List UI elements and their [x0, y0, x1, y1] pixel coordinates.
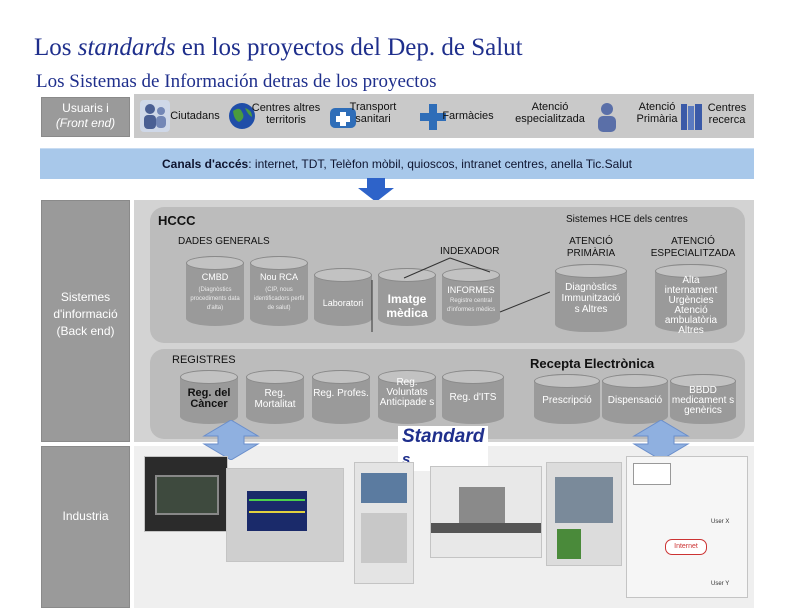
- backend-box: Sistemes d'informació (Back end): [41, 200, 130, 442]
- lab-automation-photo: [546, 462, 622, 566]
- user-ciutadans: Ciutadans: [140, 100, 250, 134]
- atencio-especialitzada-title: ATENCIÓ ESPECIALITZADA: [650, 236, 736, 259]
- cylinder-sub: (CIP, nous identificadors perfil de salu…: [253, 287, 305, 311]
- user-atencio-primaria: Atenció Primària: [620, 100, 690, 134]
- atencio-primaria-title: ATENCIÓ PRIMÀRIA: [566, 236, 616, 259]
- users-box-line2: (Front end): [55, 116, 116, 130]
- hccc-title: HCCC: [158, 213, 196, 228]
- page-subtitle: Los Sistemas de Información detras de lo…: [36, 71, 437, 92]
- backend-line1: Sistemes: [60, 290, 111, 304]
- user-label: Transport sanitari: [349, 101, 397, 125]
- primaria-body: Diagnòstics Immunització s Altres: [561, 282, 621, 315]
- backend-line2: d'informació: [53, 307, 118, 321]
- laboratori-cylinder: Laboratori: [314, 268, 372, 326]
- indexador-label: INDEXADOR: [440, 246, 500, 257]
- primaria-cylinder: Diagnòstics Immunització s Altres: [555, 264, 627, 332]
- double-arrow-right-icon: [632, 420, 690, 460]
- user-transport: Transport sanitari: [330, 100, 430, 134]
- cylinder-title: Nou RCA: [259, 272, 298, 282]
- especialitzada-body: Alta internament Urgències Atenció ambul…: [664, 275, 718, 336]
- books-icon: [681, 104, 702, 130]
- user-y-label: User Y: [711, 581, 730, 587]
- registre-cylinder: Reg. Mortalitat: [246, 370, 304, 424]
- registre-label: Reg. Voluntats Anticipade s: [379, 377, 435, 408]
- network-diagram-photo: Internet User X User Y: [626, 456, 748, 598]
- cylinder-title: Laboratori: [322, 298, 364, 308]
- recepta-label: BBDD medicament s genèrics: [671, 385, 735, 416]
- cylinder-title: CMBD: [201, 272, 229, 282]
- backend-line3: (Back end): [56, 324, 115, 338]
- user-label: Ciutadans: [170, 110, 220, 122]
- user-centres-recerca: Centres recerca: [680, 100, 752, 134]
- user-centres-altres: Centres altres territoris: [228, 100, 338, 134]
- recepta-cylinder: Prescripció: [534, 374, 600, 424]
- registre-cylinder: Reg. d'ITS: [442, 370, 504, 424]
- ambulance-icon: [330, 108, 356, 128]
- especialitzada-cylinder: Alta internament Urgències Atenció ambul…: [655, 264, 727, 336]
- recepta-label: Dispensació: [607, 395, 663, 406]
- users-box-line1: Usuaris i: [62, 101, 109, 115]
- registre-label: Reg. Mortalitat: [254, 388, 296, 410]
- access-channels-bar: Canals d'accés: internet, TDT, Telèfon m…: [40, 148, 754, 179]
- users-box: Usuaris i (Front end): [41, 97, 130, 137]
- recepta-label: Prescripció: [542, 395, 592, 406]
- cylinder-sub: (Diagnòstics procediments data d'alta): [190, 287, 240, 311]
- medical-monitor-photo: [144, 456, 228, 532]
- registre-cylinder: Reg. Profes.: [312, 370, 370, 424]
- channels-label: Canals d'accés: [161, 157, 249, 171]
- recepta-title: Recepta Electrònica: [530, 356, 655, 371]
- pharmacy-cross-icon: [420, 104, 446, 130]
- xray-scanner-photo: [430, 466, 542, 558]
- internet-label: Internet: [665, 539, 707, 555]
- standards-line2: s: [402, 451, 411, 468]
- nou-rca-cylinder: Nou RCA (CIP, nous identificadors perfil…: [250, 256, 308, 326]
- industry-box: Industria: [41, 446, 130, 608]
- user-label: Atenció especialitzada: [515, 101, 585, 125]
- registre-label: Reg. d'ITS: [449, 392, 497, 403]
- industry-label: Industria: [62, 509, 109, 523]
- user-atencio-especialitzada: Atenció especialitzada: [500, 100, 616, 134]
- registres-title: REGISTRES: [172, 354, 236, 366]
- cylinder-title: Imatge mèdica: [386, 292, 428, 320]
- double-arrow-left-icon: [202, 420, 260, 460]
- registre-label: Reg. Profes.: [313, 388, 369, 399]
- down-arrow-icon: [358, 178, 394, 202]
- user-label: Centres altres territoris: [251, 102, 321, 126]
- user-label: Atenció Primària: [636, 101, 678, 125]
- cylinder-sub: Registre central d'informes mèdics: [446, 298, 496, 313]
- registre-label: Reg. del Càncer: [187, 387, 231, 410]
- recepta-cylinder: BBDD medicament s genèrics: [670, 374, 736, 424]
- informes-cylinder: INFORMES Registre central d'informes mèd…: [442, 268, 500, 326]
- hce-centres-label: Sistemes HCE dels centres: [566, 214, 688, 225]
- imatge-medica-cylinder: Imatge mèdica: [378, 268, 436, 326]
- doctor-icon: [598, 103, 616, 132]
- page-title: Los standards en los proyectos del Dep. …: [34, 34, 523, 61]
- user-x-label: User X: [711, 519, 730, 525]
- user-farmacies: Farmàcies: [420, 100, 520, 134]
- dades-generals-label: DADES GENERALS: [178, 236, 270, 247]
- channels-list: : internet, TDT, Telèfon mòbil, quioscos…: [248, 157, 632, 171]
- anesthesia-machine-photo: [354, 462, 414, 584]
- user-label: Centres recerca: [707, 102, 747, 126]
- recepta-cylinder: Dispensació: [602, 374, 668, 424]
- vital-signs-monitor-photo: [226, 468, 344, 562]
- user-label: Farmàcies: [442, 110, 494, 122]
- registre-cylinder: Reg. del Càncer: [180, 370, 238, 424]
- cmbd-cylinder: CMBD (Diagnòstics procediments data d'al…: [186, 256, 244, 326]
- people-icon: [140, 100, 170, 132]
- registre-cylinder: Reg. Voluntats Anticipade s: [378, 370, 436, 424]
- indexador-connector: [371, 257, 550, 332]
- cylinder-title: INFORMES: [447, 285, 495, 295]
- standards-line1: Standard: [402, 426, 485, 447]
- globe-icon: [229, 103, 255, 129]
